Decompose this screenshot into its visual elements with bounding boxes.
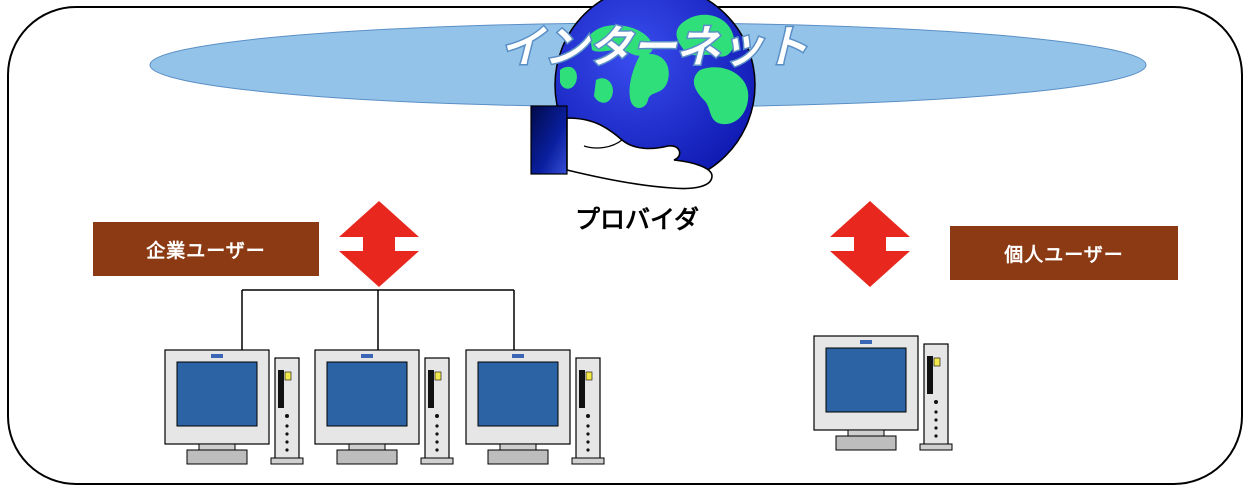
individual-users-label: 個人ユーザー	[1004, 243, 1124, 266]
corporate-users-badge: 企業ユーザー	[93, 222, 319, 276]
computer-icon	[465, 349, 605, 465]
corporate-users-label: 企業ユーザー	[146, 239, 266, 262]
computer-icon	[314, 349, 454, 465]
computer-icon	[164, 349, 304, 465]
computer-icon	[813, 335, 953, 451]
double-arrow-icon	[830, 201, 910, 287]
double-arrow-icon	[339, 201, 419, 287]
provider-label: プロバイダ	[575, 205, 700, 234]
hand-icon	[530, 105, 713, 190]
lan-wiring	[241, 289, 515, 352]
individual-users-badge: 個人ユーザー	[950, 226, 1178, 280]
internet-title: インターネット	[500, 22, 808, 73]
